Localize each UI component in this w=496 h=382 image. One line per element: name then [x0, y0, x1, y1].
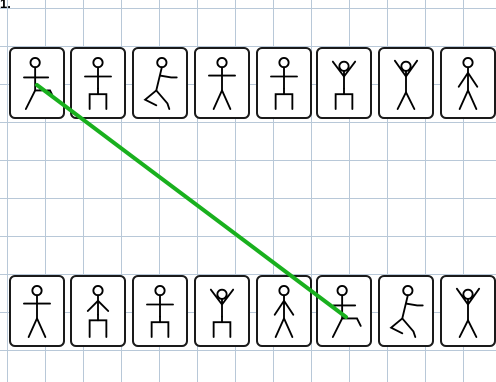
- t-pose-stand-figure-icon: [11, 277, 63, 345]
- bottom-card-5[interactable]: [256, 275, 312, 347]
- bottom-card-2[interactable]: [70, 275, 126, 347]
- kick-right-leg-figure-icon: [11, 49, 63, 117]
- bottom-card-6[interactable]: [316, 275, 372, 347]
- bottom-card-4[interactable]: [194, 275, 250, 347]
- top-card-5[interactable]: [256, 47, 312, 119]
- squat-arms-up-figure-icon: [196, 277, 248, 345]
- kick-right-leg-figure-icon: [318, 277, 370, 345]
- stand-arms-up-figure-icon: [380, 49, 432, 117]
- top-card-4[interactable]: [194, 47, 250, 119]
- bottom-card-8[interactable]: [440, 275, 496, 347]
- kneel-arm-forward-figure-icon: [134, 49, 186, 117]
- squat-arms-out-figure-icon: [72, 49, 124, 117]
- bottom-card-3[interactable]: [132, 275, 188, 347]
- top-card-row: [0, 47, 496, 127]
- top-card-2[interactable]: [70, 47, 126, 119]
- squat-arms-down-figure-icon: [72, 277, 124, 345]
- squat-arms-out-figure-icon: [258, 49, 310, 117]
- top-card-8[interactable]: [440, 47, 496, 119]
- bottom-card-row: [0, 275, 496, 355]
- squat-arms-up-figure-icon: [318, 49, 370, 117]
- squat-arms-out-figure-icon: [134, 277, 186, 345]
- top-card-3[interactable]: [132, 47, 188, 119]
- exercise-number: 1.: [0, 0, 11, 11]
- stand-arms-down-figure-icon: [258, 277, 310, 345]
- top-card-7[interactable]: [378, 47, 434, 119]
- stand-arms-up-figure-icon: [442, 277, 494, 345]
- kneel-arm-forward-figure-icon: [380, 277, 432, 345]
- bottom-card-1[interactable]: [9, 275, 65, 347]
- t-pose-stand-figure-icon: [196, 49, 248, 117]
- stand-arms-down-figure-icon: [442, 49, 494, 117]
- top-card-6[interactable]: [316, 47, 372, 119]
- bottom-card-7[interactable]: [378, 275, 434, 347]
- top-card-1[interactable]: [9, 47, 65, 119]
